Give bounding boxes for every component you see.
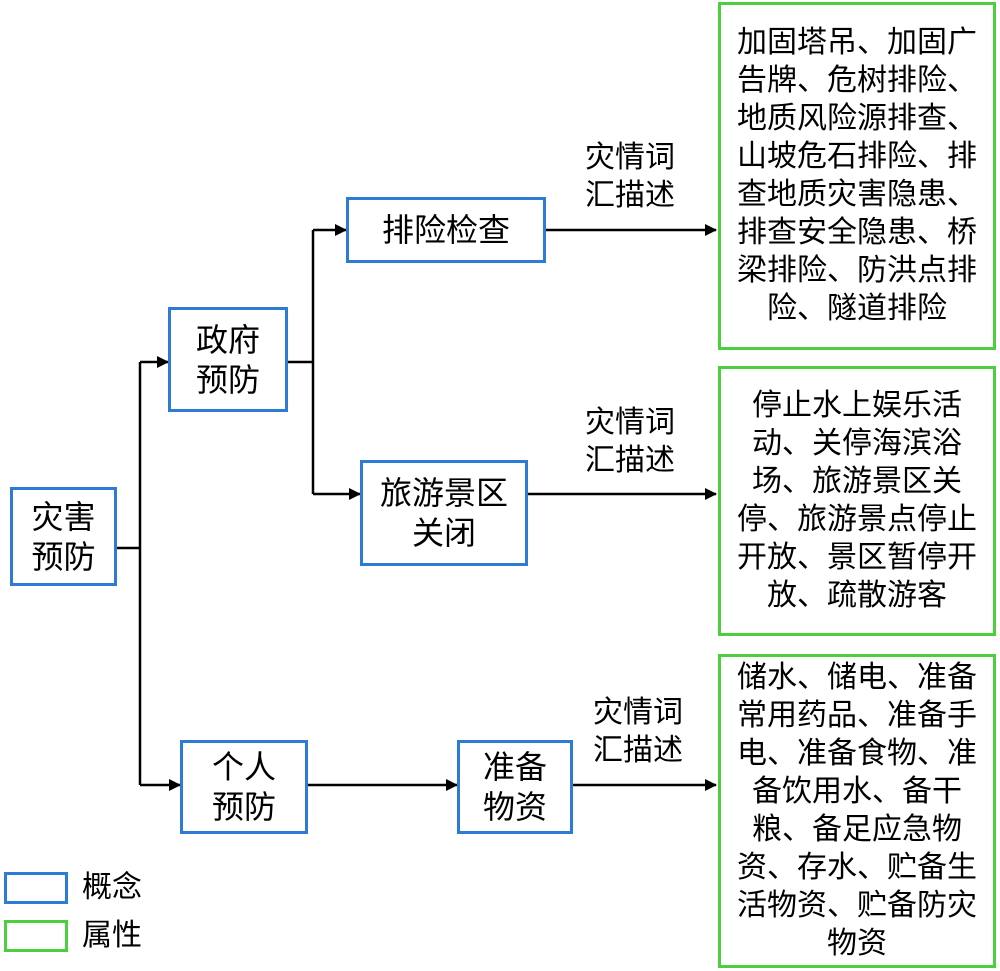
node-scenic-closure: 旅游景区 关闭 bbox=[360, 460, 528, 566]
attribute-box-supplies: 储水、储电、准备常用药品、准备手电、准备食物、准备饮用水、备干粮、备足应急物资、… bbox=[718, 654, 996, 968]
node-label: 准备 物资 bbox=[482, 748, 547, 826]
node-disaster-prevention: 灾害 预防 bbox=[10, 487, 117, 586]
node-label: 政府 预防 bbox=[195, 320, 260, 399]
legend-concept-label: 概念 bbox=[82, 870, 142, 905]
edge-label-inspect: 灾情词 汇描述 bbox=[585, 140, 675, 213]
node-personal-prevention: 个人 预防 bbox=[180, 740, 308, 834]
node-prepare-supplies: 准备 物资 bbox=[457, 740, 573, 834]
attribute-text: 停止水上娱乐活动、关停海滨浴场、旅游景区关停、旅游景点停止开放、景区暂停开放、疏… bbox=[737, 388, 977, 613]
legend-attribute-label: 属性 bbox=[82, 918, 142, 953]
node-label: 个人 预防 bbox=[211, 748, 276, 826]
attribute-text: 加固塔吊、加固广告牌、危树排险、地质风险源排查、山坡危石排险、排查地质灾害隐患、… bbox=[737, 25, 977, 326]
edge-label-tour: 灾情词 汇描述 bbox=[585, 405, 675, 478]
attribute-box-inspection: 加固塔吊、加固广告牌、危树排险、地质风险源排查、山坡危石排险、排查地质灾害隐患、… bbox=[718, 2, 996, 350]
edge-label-supplies: 灾情词 汇描述 bbox=[593, 695, 683, 768]
node-label: 灾害 预防 bbox=[31, 497, 96, 576]
attribute-box-closure: 停止水上娱乐活动、关停海滨浴场、旅游景区关停、旅游景点停止开放、景区暂停开放、疏… bbox=[718, 366, 996, 636]
legend-attribute-swatch bbox=[4, 920, 68, 952]
node-government-prevention: 政府 预防 bbox=[168, 307, 288, 412]
node-label: 旅游景区 关闭 bbox=[379, 474, 508, 552]
attribute-text: 储水、储电、准备常用药品、准备手电、准备食物、准备饮用水、备干粮、备足应急物资、… bbox=[737, 660, 977, 961]
legend-concept-swatch bbox=[4, 872, 68, 904]
node-label: 排险检查 bbox=[381, 211, 510, 249]
node-hazard-inspection: 排险检查 bbox=[346, 197, 546, 263]
